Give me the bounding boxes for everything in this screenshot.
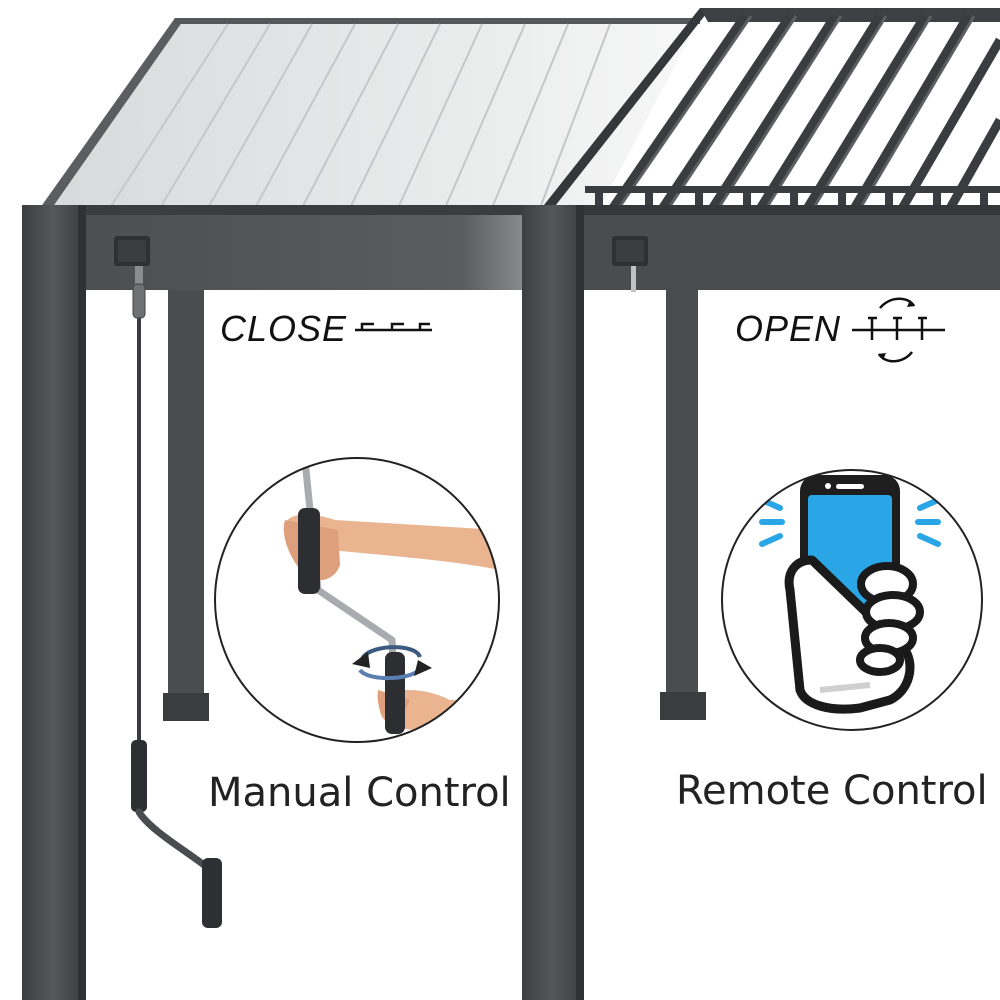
open-label: OPEN <box>735 308 842 349</box>
manual-control-closeup <box>214 457 500 743</box>
open-louver-rotate-icon <box>852 297 945 363</box>
open-louver-roof <box>540 8 1000 215</box>
crank-handle-icon <box>131 266 222 928</box>
close-louver-icon <box>355 322 432 332</box>
hand-holding-phone-icon <box>784 555 924 714</box>
gear-box-left <box>114 236 150 266</box>
manual-control-caption: Manual Control <box>208 770 511 816</box>
front-beams <box>28 205 1000 290</box>
gear-box-right <box>612 236 648 292</box>
close-label: CLOSE <box>220 308 348 349</box>
pergola-posts <box>22 205 706 1000</box>
remote-control-closeup <box>721 469 983 731</box>
remote-control-caption: Remote Control <box>676 768 988 814</box>
closed-roof <box>40 18 700 209</box>
